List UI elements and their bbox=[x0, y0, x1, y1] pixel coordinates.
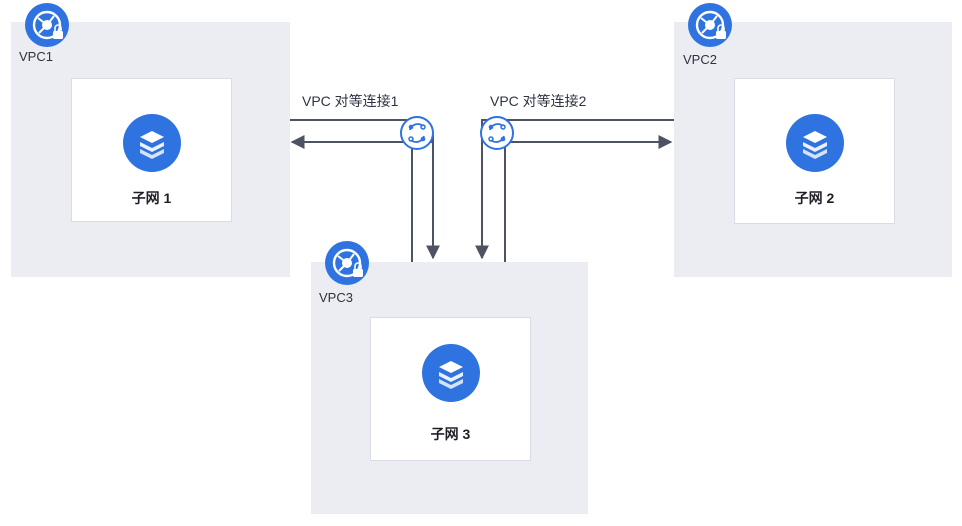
subnet2-card: 子网 2 bbox=[734, 78, 895, 224]
vpc2-label: VPC2 bbox=[683, 52, 717, 67]
peering-connection-icon bbox=[480, 116, 514, 150]
peering2-line-a bbox=[475, 119, 675, 260]
subnet2-label: 子网 2 bbox=[794, 190, 835, 206]
vpc-cloud-lock-icon bbox=[25, 3, 69, 47]
vpc3-box: 子网 3 bbox=[311, 262, 588, 514]
peering2-label: VPC 对等连接2 bbox=[490, 93, 587, 109]
subnet3-card: 子网 3 bbox=[370, 317, 531, 461]
subnet-stack-icon bbox=[422, 344, 480, 402]
subnet3-label: 子网 3 bbox=[430, 426, 471, 442]
vpc1-box: 子网 1 bbox=[11, 22, 290, 277]
vpc3-label: VPC3 bbox=[319, 290, 353, 305]
vpc-cloud-lock-icon bbox=[325, 241, 369, 285]
subnet-stack-icon bbox=[786, 114, 844, 172]
vpc-cloud-lock-icon bbox=[688, 3, 732, 47]
peering-connection-icon bbox=[400, 116, 434, 150]
peering1-label: VPC 对等连接1 bbox=[302, 93, 399, 109]
subnet1-label: 子网 1 bbox=[131, 190, 172, 206]
peering2-line-b bbox=[504, 135, 673, 262]
subnet-stack-icon bbox=[123, 114, 181, 172]
vpc2-box: 子网 2 bbox=[674, 22, 952, 277]
vpc1-label: VPC1 bbox=[19, 49, 53, 64]
subnet1-card: 子网 1 bbox=[71, 78, 232, 222]
